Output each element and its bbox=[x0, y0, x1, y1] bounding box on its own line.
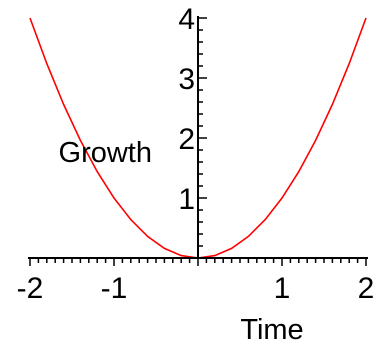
x-tick-label: 2 bbox=[358, 272, 375, 305]
x-tick-label: 1 bbox=[274, 272, 291, 305]
y-tick-label: 2 bbox=[178, 123, 195, 156]
tick-layer bbox=[29, 17, 367, 266]
x-axis-title: Time bbox=[240, 314, 303, 346]
x-tick-label: -2 bbox=[17, 272, 44, 305]
label-layer: Growth Time -2 -1 1 2 1 2 3 4 bbox=[17, 3, 375, 346]
y-tick-label: 1 bbox=[178, 183, 195, 216]
x-tick-label: -1 bbox=[101, 272, 128, 305]
y-axis-title: Growth bbox=[59, 137, 152, 169]
y-tick-label: 4 bbox=[178, 3, 195, 36]
y-tick-label: 3 bbox=[178, 63, 195, 96]
